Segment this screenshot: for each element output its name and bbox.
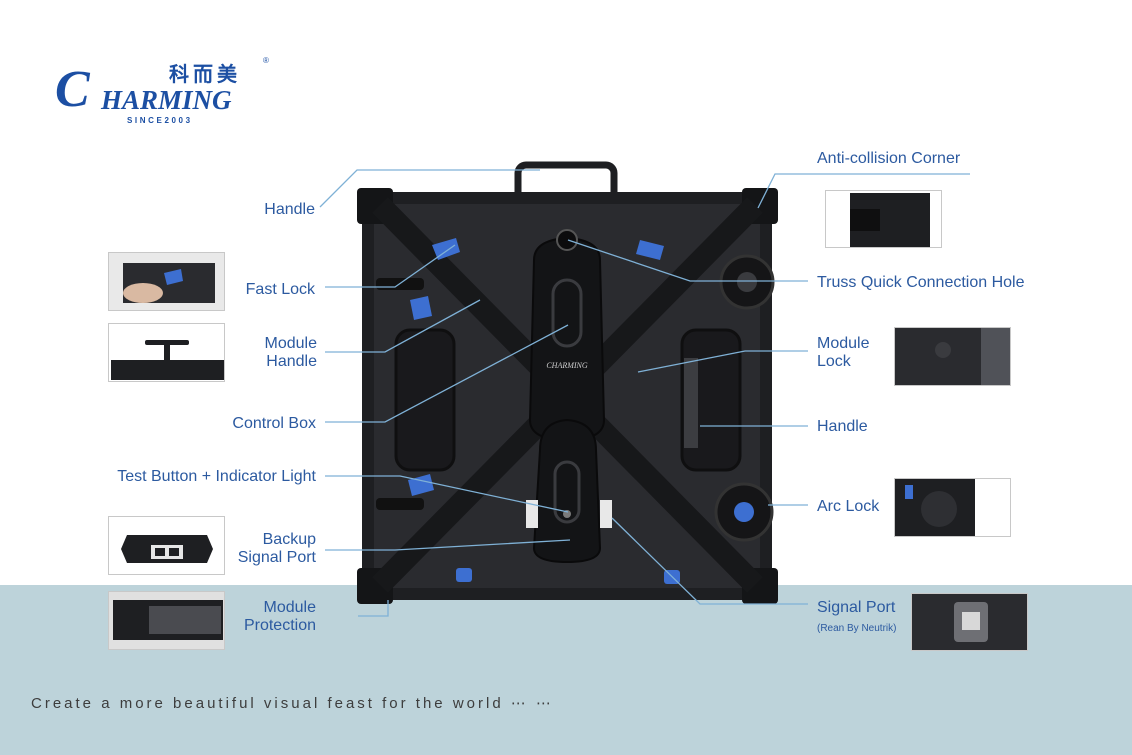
cabinet-body [362,192,772,600]
thumb-arc-lock [894,478,1011,537]
label-signal-port-sub: (Rean By Neutrik) [817,623,897,634]
cabinet-inner-panel [374,204,760,588]
label-arc-lock: Arc Lock [817,498,880,515]
thumb-module-lock [894,327,1011,386]
brand-logo: 科而美 ® C HARMING SINCE2003 [55,56,275,128]
truss-hole-shape [556,229,578,251]
label-test-button: Test Button + Indicator Light [117,468,316,485]
cabinet-badge-text: CHARMING [546,361,588,370]
thumb-backup-signal [108,516,225,575]
label-signal-port-main: Signal Port [817,599,896,616]
thumb-module-protection [108,591,225,650]
right-side-handle [680,328,742,472]
label-module-protection-line1: Module [263,599,316,616]
label-control-box: Control Box [232,415,316,432]
label-handle-top: Handle [264,201,315,218]
label-module-handle-line1: Module [264,335,317,352]
thumb-module-handle [108,323,225,382]
logo-initial: C [55,61,90,118]
label-backup-signal-line1: Backup [262,531,316,548]
label-truss-hole: Truss Quick Connection Hole [817,274,1025,291]
label-module-lock-line2: Lock [817,353,851,370]
logo-registered-mark: ® [263,56,269,65]
module-handle-blue [410,296,432,320]
bottom-lock-blue-r [664,570,680,584]
label-anti-collision: Anti-collision Corner [817,150,961,167]
label-backup-signal: Backup Signal Port [238,531,316,567]
logo-wordmark: HARMING [101,85,232,115]
thumb-anti-collision [825,190,942,248]
bottom-lock-blue-l [456,568,472,582]
arc-lock-bottom [714,482,774,542]
left-connector-bottom [376,498,424,510]
arc-lock-bottom-center [734,502,754,522]
leader-handle-top [319,169,540,208]
thumb-fast-lock [108,252,225,311]
handle-grip-texture [684,358,698,448]
label-fast-lock: Fast Lock [245,281,315,298]
tagline: Create a more beautiful visual feast for… [31,695,554,712]
control-box-shape [528,236,606,442]
signal-port-right [600,500,612,528]
leader-control-box [325,324,569,423]
leader-module-handle [325,299,481,353]
fast-lock-blue-tl [432,238,460,260]
left-side-handle [394,328,456,472]
frame-diagonal-b [372,197,763,593]
arc-lock-top-center [737,272,757,292]
leader-backup-signal [325,539,571,551]
signal-port-left [526,500,538,528]
thumb-signal-port [911,593,1028,651]
top-handle-shape [514,161,618,211]
label-handle-right: Handle [817,418,868,435]
leader-fast-lock [325,244,456,288]
corner-top-left [357,188,393,224]
label-backup-signal-line2: Signal Port [237,549,316,566]
label-signal-port: Signal Port (Rean By Neutrik) [817,599,896,638]
power-box-slot [553,460,581,524]
frame-diagonal-a [372,197,763,593]
label-module-protection-line2: Protection [243,617,316,634]
label-module-protection: Module Protection [244,599,316,635]
fast-lock-blue-bl [408,474,434,496]
control-box-slot [551,278,583,348]
fast-lock-blue-tr [636,240,664,260]
leader-test-button [325,475,569,513]
label-module-handle-line2: Handle [266,353,317,370]
logo-since: SINCE2003 [127,116,193,125]
power-box-shape [532,418,602,564]
label-module-lock: Module Lock [817,335,869,371]
leader-truss-hole [567,239,808,282]
logo-chinese-name: 科而美 [169,62,241,86]
leader-module-lock [637,350,808,373]
corner-top-right [742,188,778,224]
label-module-lock-line1: Module [817,335,870,352]
arc-lock-top [719,254,775,310]
test-button-dot [563,510,571,518]
label-module-handle: Module Handle [265,335,317,371]
left-connector-top [376,278,424,290]
